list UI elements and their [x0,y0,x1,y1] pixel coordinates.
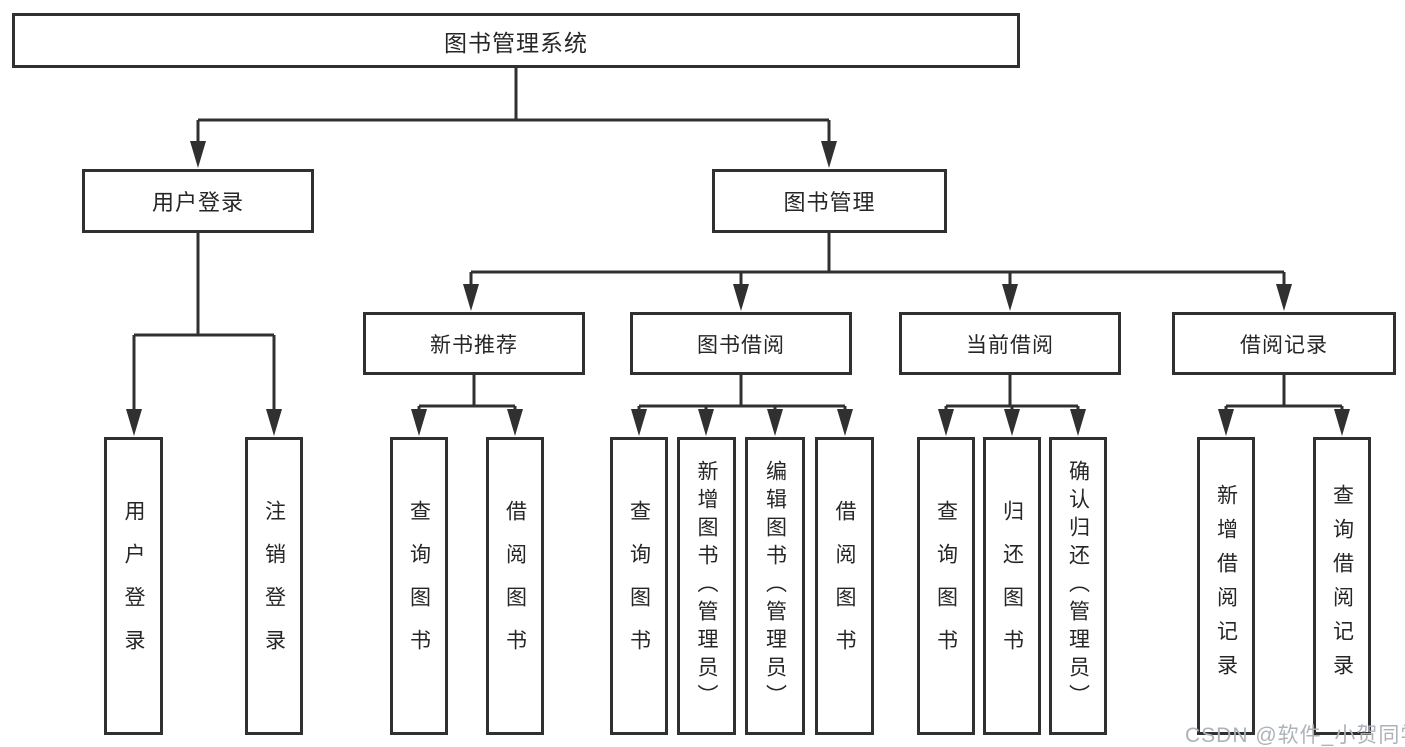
edge-new-book-recommend-children [411,375,523,436]
arrow-down-icon [463,284,479,311]
arrow-down-icon [190,141,206,168]
leaf-return-book: 归还图书 [983,437,1041,735]
arrow-down-icon [507,409,523,436]
leaf-query-book-2: 查询图书 [610,437,668,735]
node-user-login-group: 用户登录 [82,169,314,233]
arrow-down-icon [938,409,954,436]
arrow-down-icon [1070,409,1086,436]
leaf-query-book-3: 查询图书 [917,437,975,735]
arrow-down-icon [266,409,282,436]
edge-current-borrow-children [938,375,1086,436]
arrow-down-icon [1276,284,1292,311]
edge-borrow-records-children [1218,375,1350,436]
node-current-borrow: 当前借阅 [899,312,1121,375]
arrow-down-icon [698,409,714,436]
arrow-down-icon [631,409,647,436]
edge-book-borrow-children [631,375,853,436]
leaf-edit-book-admin: 编辑图书（管理员） [745,437,805,735]
arrow-down-icon [126,409,142,436]
node-root: 图书管理系统 [12,13,1020,68]
arrow-down-icon [1218,409,1234,436]
arrow-down-icon [767,409,783,436]
leaf-add-borrow-record: 新增借阅记录 [1197,437,1255,735]
leaf-confirm-return-admin: 确认归还（管理员） [1049,437,1107,735]
arrow-down-icon [821,141,837,168]
csdn-watermark: CSDN @软件_小贺同学 [1185,724,1405,747]
leaf-add-book-admin: 新增图书（管理员） [677,437,736,735]
node-book-borrow: 图书借阅 [630,312,852,375]
arrow-down-icon [733,284,749,311]
leaf-borrow-book-2: 借阅图书 [815,437,874,735]
leaf-logout: 注销登录 [245,437,303,735]
arrow-down-icon [837,409,853,436]
arrow-down-icon [411,409,427,436]
leaf-query-book-1: 查询图书 [390,437,448,735]
arrow-down-icon [1002,284,1018,311]
node-borrow-records: 借阅记录 [1172,312,1396,375]
leaf-user-login: 用户登录 [104,437,163,735]
node-book-management-group: 图书管理 [712,169,947,233]
edge-root-to-level2 [190,68,837,168]
arrow-down-icon [1334,409,1350,436]
arrow-down-icon [1004,409,1020,436]
leaf-borrow-book-1: 借阅图书 [486,437,544,735]
leaf-query-borrow-record: 查询借阅记录 [1313,437,1371,735]
edge-user-login-children [126,233,282,436]
edge-book-management-children [463,233,1292,311]
node-new-book-recommend: 新书推荐 [363,312,585,375]
